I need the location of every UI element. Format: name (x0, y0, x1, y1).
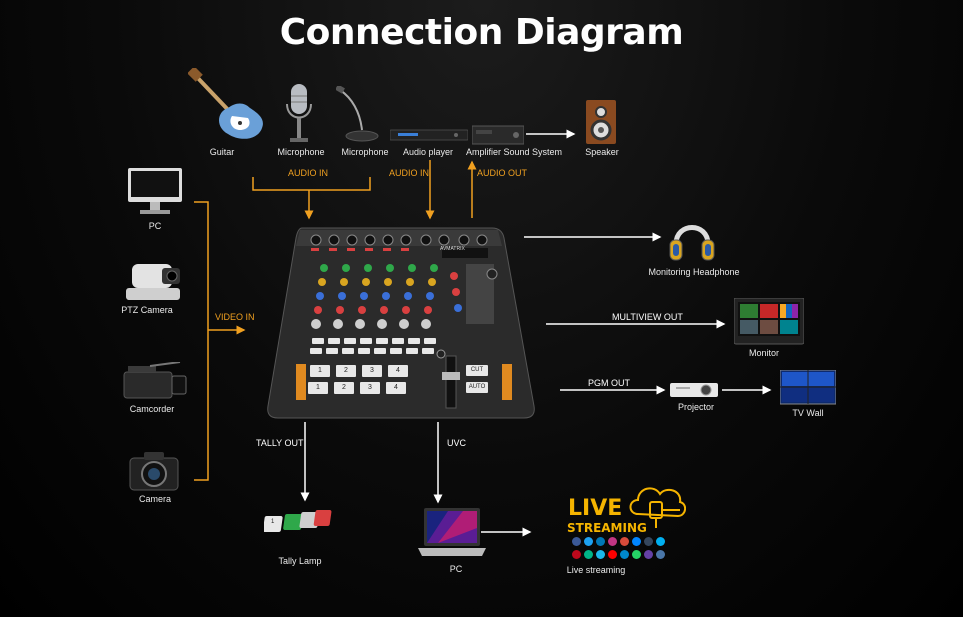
whatsapp-icon (632, 550, 641, 559)
periscope-icon (620, 537, 629, 546)
program-key-1[interactable]: 1 (310, 365, 330, 377)
live-logo-line2: STREAMING (567, 521, 647, 535)
pgm-out-label: PGM OUT (588, 378, 630, 388)
camcorder-icon (123, 362, 187, 399)
audio-in-2-label: AUDIO IN (389, 168, 430, 178)
live-streaming-label: Live streaming (566, 565, 626, 575)
audio-in-1-wire (252, 177, 371, 220)
projector-label: Projector (677, 402, 714, 412)
mixer-brand: AVMATRIX (440, 246, 465, 252)
facebook-icon (572, 537, 581, 546)
page-title: Connection Diagram (279, 12, 684, 53)
tally-lamp-icon (264, 510, 332, 532)
ptz-camera-label: PTZ Camera (121, 305, 173, 315)
amplifier-label: Amplifier Sound System (465, 147, 563, 157)
preview-key-1[interactable]: 1 (308, 382, 328, 394)
microphone-2-label: Microphone (341, 147, 389, 157)
tally-lamp-label: Tally Lamp (278, 556, 322, 566)
tv-wall-icon (780, 370, 836, 405)
video-in-label: VIDEO IN (215, 312, 255, 322)
telegram-icon (620, 550, 629, 559)
speaker-label: Speaker (585, 147, 619, 157)
program-key-4[interactable]: 4 (388, 365, 408, 377)
laptop-icon (418, 508, 486, 556)
skype-icon (656, 537, 665, 546)
program-bus-keys: 1 2 3 4 (310, 365, 408, 377)
tv-wall-label: TV Wall (792, 408, 824, 418)
pc-bottom-label: PC (449, 564, 463, 574)
speaker-icon (586, 100, 616, 144)
camera-icon (129, 452, 179, 491)
audio-player-label: Audio player (402, 147, 454, 157)
vine-icon (584, 550, 593, 559)
linkedin-icon (596, 537, 605, 546)
projector-icon (670, 383, 718, 397)
preview-bus-keys: 1 2 3 4 (308, 382, 406, 394)
twitter-icon (584, 537, 593, 546)
multiview-out-label: MULTIVIEW OUT (612, 312, 683, 322)
monitor-icon (734, 298, 804, 345)
monitor-label: Monitor (748, 348, 779, 358)
uvc-label: UVC (447, 438, 467, 448)
auto-button[interactable]: AUTO (466, 382, 488, 393)
guitar-icon (188, 68, 263, 139)
pc-left-label: PC (148, 221, 162, 231)
tally-out-label: TALLY OUT (256, 438, 304, 448)
studio-microphone-icon (286, 84, 312, 142)
headphone-icon (669, 225, 715, 261)
microphone-1-label: Microphone (277, 147, 325, 157)
tally-lamp-number: 1 (271, 519, 275, 525)
audio-out-label: AUDIO OUT (477, 168, 528, 178)
preview-key-2[interactable]: 2 (334, 382, 354, 394)
gooseneck-microphone-icon (336, 86, 379, 142)
guitar-label: Guitar (209, 147, 235, 157)
video-in-wire (194, 201, 246, 481)
audio-player-icon (390, 129, 468, 141)
tumblr-icon (644, 537, 653, 546)
instagram-icon (608, 537, 617, 546)
preview-key-3[interactable]: 3 (360, 382, 380, 394)
camera-label: Camera (138, 494, 171, 504)
vk-icon (656, 550, 665, 559)
program-key-2[interactable]: 2 (336, 365, 356, 377)
messenger-icon (632, 537, 641, 546)
camcorder-label: Camcorder (129, 404, 175, 414)
pinterest-icon (572, 550, 581, 559)
live-logo-line1: LIVE (568, 496, 623, 521)
program-key-3[interactable]: 3 (362, 365, 382, 377)
pc-monitor-icon (128, 168, 182, 214)
preview-key-4[interactable]: 4 (386, 382, 406, 394)
ptz-camera-icon (126, 264, 180, 300)
audio-in-1-label: AUDIO IN (288, 168, 329, 178)
vimeo-icon (596, 550, 605, 559)
youtube-icon (608, 550, 617, 559)
headphone-label: Monitoring Headphone (648, 267, 740, 277)
twitch-icon (644, 550, 653, 559)
cloud-icon (629, 487, 686, 528)
cut-button[interactable]: CUT (466, 365, 488, 376)
amplifier-icon (472, 125, 524, 145)
